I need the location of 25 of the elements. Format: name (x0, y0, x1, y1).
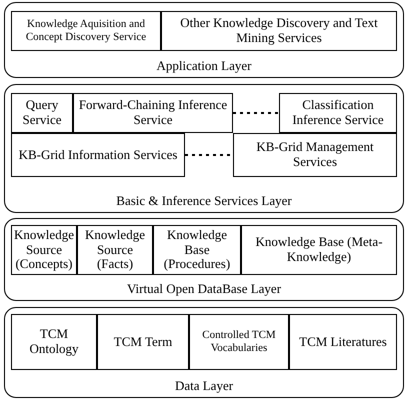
layer-panel (4, 307, 404, 398)
component-box: TCM Ontology (11, 314, 97, 370)
component-box: Other Knowledge Discovery and Text Mining Services (161, 11, 397, 51)
component-box: KB-Grid Information Services (11, 133, 185, 177)
component-box: KB-Grid Management Services (233, 133, 397, 177)
layer-panel (4, 2, 404, 78)
component-box: Controlled TCM Vocabularies (189, 314, 289, 370)
layer-title: Virtual Open DataBase Layer (126, 281, 282, 296)
component-box: TCM Term (97, 314, 189, 370)
layer-title: Data Layer (174, 378, 234, 393)
layer-panel (4, 218, 404, 301)
layer-panel (4, 84, 404, 213)
dotted-connector (233, 112, 279, 114)
component-box: Knowledge Source (Concepts) (11, 225, 77, 275)
component-box: Classification Inference Service (279, 93, 397, 133)
component-box: Forward-Chaining Inference Service (73, 93, 233, 133)
component-box: Query Service (11, 93, 73, 133)
component-box: Knowledge Aquisition and Concept Discovery Service (11, 11, 161, 51)
layer-title: Application Layer (156, 58, 252, 73)
layer-title: Basic & Inference Services Layer (116, 193, 292, 208)
component-box: Knowledge Base (Meta-Knowledge) (241, 225, 397, 275)
dotted-connector (185, 154, 233, 156)
component-box: Knowledge Source (Facts) (77, 225, 153, 275)
component-box: Knowledge Base (Procedures) (153, 225, 241, 275)
component-box: TCM Literatures (289, 314, 397, 370)
